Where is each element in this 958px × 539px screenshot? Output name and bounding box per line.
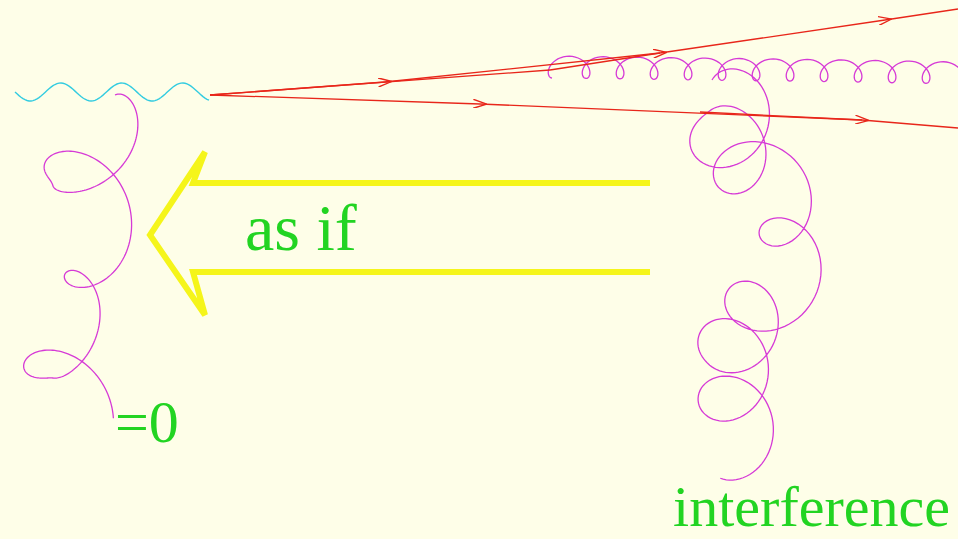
antiquark-line bbox=[210, 95, 480, 104]
antiquark-line bbox=[700, 112, 862, 120]
antiquark-line bbox=[862, 120, 958, 128]
yellow-arrow bbox=[150, 152, 650, 315]
fermion-lines bbox=[210, 9, 958, 128]
quark-line bbox=[210, 70, 550, 95]
gluon-line bbox=[690, 69, 821, 480]
quark-line bbox=[885, 9, 958, 20]
quark-line bbox=[660, 20, 885, 53]
gluon-line bbox=[24, 94, 138, 418]
antiquark-line bbox=[480, 104, 862, 120]
annotation-label: =0 bbox=[115, 392, 179, 452]
quark-line bbox=[550, 53, 660, 70]
annotation-label: interference bbox=[673, 478, 950, 536]
quark-line bbox=[385, 53, 660, 82]
annotation-label: as if bbox=[245, 195, 357, 261]
photon-line bbox=[15, 83, 209, 101]
